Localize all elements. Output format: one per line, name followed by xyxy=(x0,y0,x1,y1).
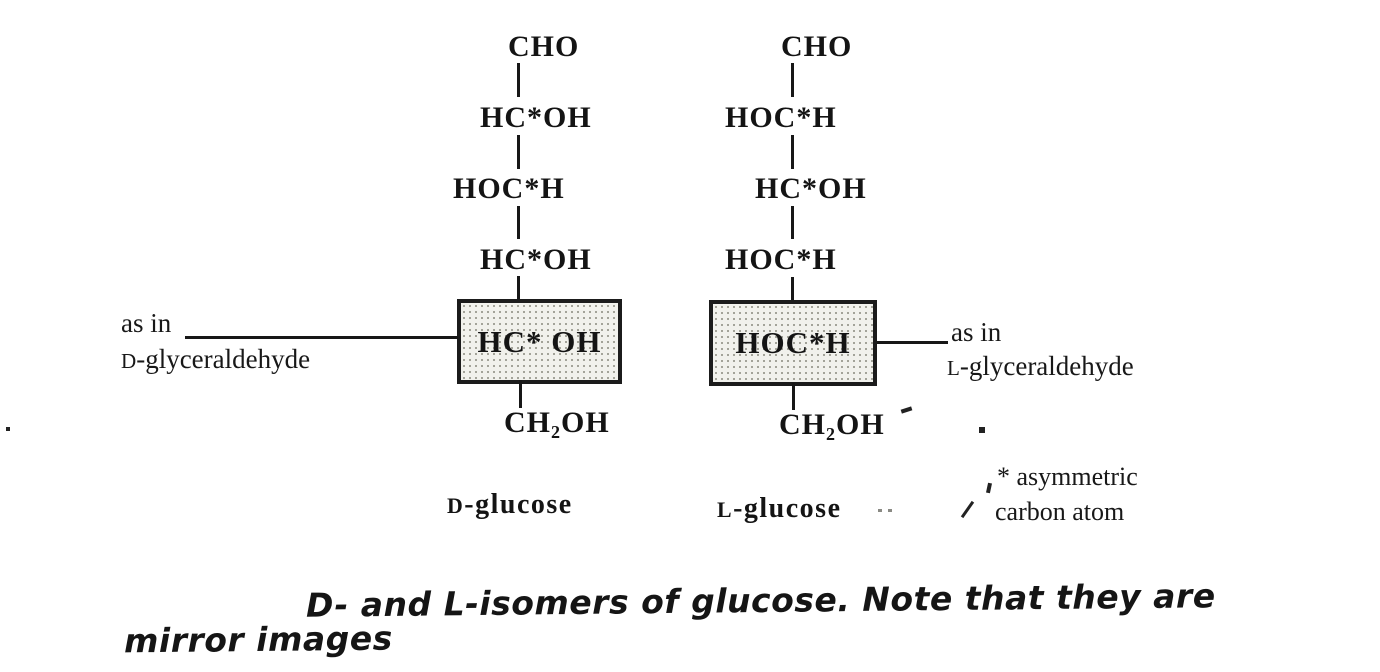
as-in-label-left: as in xyxy=(121,308,172,338)
bond-line xyxy=(519,380,522,408)
bond-line xyxy=(517,63,520,97)
caption-line2: mirror images xyxy=(123,618,393,661)
fischer-row-3-right: HC*OH xyxy=(755,172,867,205)
small-cap-d: D xyxy=(447,494,465,518)
scan-artifact-tick xyxy=(900,406,913,414)
scan-artifact-dot xyxy=(6,427,10,431)
bond-line xyxy=(792,383,795,410)
scan-artifact-dot xyxy=(888,509,892,512)
glyceraldehyde-label-left: D-glyceraldehyde xyxy=(121,344,310,375)
glyceraldehyde-label-right: L-glyceraldehyde xyxy=(947,351,1134,382)
bond-line xyxy=(517,276,520,310)
bond-line xyxy=(791,206,794,239)
fischer-row-boxed-left: HC* OH xyxy=(477,323,602,359)
fischer-row-4-left: HC*OH xyxy=(480,243,592,276)
bond-line xyxy=(517,206,520,239)
fischer-row-ch2oh-left: CH₂OH xyxy=(504,406,610,439)
small-cap-l: L xyxy=(717,498,734,522)
scan-artifact-comma xyxy=(986,482,992,494)
highlight-box-right: HOC*H xyxy=(709,300,877,386)
bond-line xyxy=(791,277,794,310)
caption-line1: D- and L-isomers of glucose. Note that t… xyxy=(305,576,1216,625)
connector-line-left xyxy=(185,336,458,339)
molecule-name-d-glucose: D-glucose xyxy=(447,489,573,521)
fischer-row-cho-left: CHO xyxy=(508,30,580,63)
glucose-text: -glucose xyxy=(733,493,842,524)
highlight-box-left: HC* OH xyxy=(457,299,622,384)
scan-artifact-stroke xyxy=(960,500,975,519)
molecule-name-l-glucose: L-glucose xyxy=(717,493,842,525)
fischer-row-cho-right: CHO xyxy=(781,30,853,63)
bond-line xyxy=(791,63,794,97)
scan-artifact-dot xyxy=(979,427,985,433)
fischer-row-3-left: HOC*H xyxy=(453,172,565,205)
fischer-row-boxed-right: HOC*H xyxy=(735,325,851,360)
fischer-row-ch2oh-right: CH₂OH xyxy=(779,408,885,441)
fischer-row-2-right: HOC*H xyxy=(725,101,837,134)
connector-line-right xyxy=(877,341,948,344)
glyceraldehyde-text: -glyceraldehyde xyxy=(136,344,311,374)
small-cap-d: D xyxy=(121,349,137,373)
glucose-text: -glucose xyxy=(464,489,573,520)
scan-artifact-dot xyxy=(878,509,882,512)
small-cap-l: L xyxy=(947,356,960,380)
glyceraldehyde-text: -glyceraldehyde xyxy=(959,351,1134,381)
bond-line xyxy=(791,135,794,169)
fischer-row-4-right: HOC*H xyxy=(725,243,837,276)
asymmetric-footnote-line2: carbon atom xyxy=(995,497,1125,526)
fischer-row-2-left: HC*OH xyxy=(480,101,592,134)
bond-line xyxy=(517,135,520,169)
as-in-label-right: as in xyxy=(951,317,1002,347)
asymmetric-footnote-line1: * asymmetric xyxy=(997,462,1138,491)
